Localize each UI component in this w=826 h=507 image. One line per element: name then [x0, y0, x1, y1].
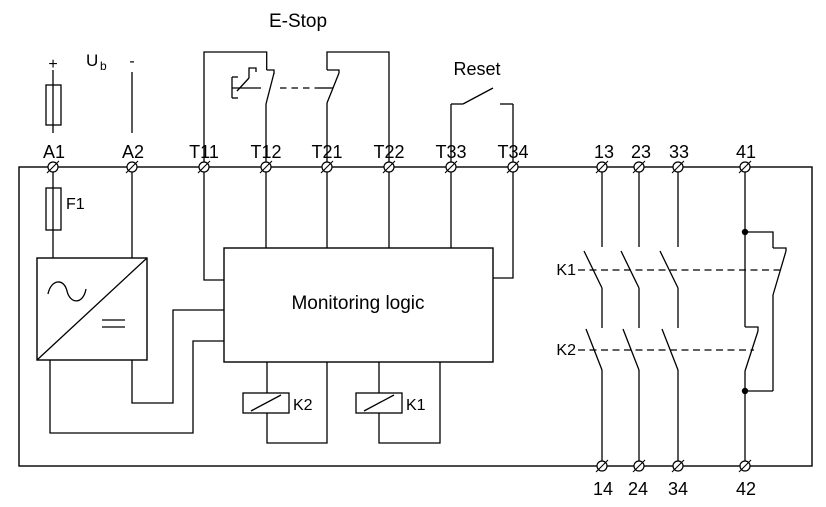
coil-k1-label: K1 — [406, 397, 426, 414]
estop-title: E-Stop — [269, 11, 327, 32]
supply-plus-label: + — [48, 56, 57, 73]
monitoring-logic-label: Monitoring logic — [291, 293, 424, 314]
output-contact-column-23-24 — [620, 167, 640, 466]
terminal-33 — [671, 160, 685, 174]
output-contact-column-33-34 — [659, 167, 679, 466]
terminal-t21 — [320, 160, 334, 174]
terminal-label: 41 — [736, 142, 756, 162]
contact-row-k2-label: K2 — [556, 342, 576, 359]
device-enclosure-outline — [18, 166, 813, 467]
supply-voltage-label: U — [86, 51, 98, 70]
supply-output-wire-1 — [49, 340, 224, 434]
terminal-label: 13 — [594, 142, 614, 162]
terminal-t22 — [382, 160, 396, 174]
external-fuse-symbol — [45, 84, 62, 126]
terminal-label: 42 — [736, 479, 756, 499]
power-supply-box — [36, 257, 148, 361]
terminal-label: 24 — [628, 479, 648, 499]
estop-actuator-icon — [231, 67, 261, 99]
terminal-label: T12 — [250, 142, 281, 162]
relay-coil-k1 — [355, 362, 441, 444]
terminal-t34 — [506, 160, 520, 174]
relay-coil-k2 — [242, 362, 328, 444]
logic-input-stubs — [203, 167, 514, 281]
contact-row-k1-label: K1 — [556, 262, 576, 279]
reset-title: Reset — [453, 59, 500, 79]
fuse-f1-symbol — [45, 187, 62, 231]
terminal-label: 33 — [669, 142, 689, 162]
terminal-label: T33 — [435, 142, 466, 162]
terminal-t12 — [259, 160, 273, 174]
terminal-a2 — [125, 160, 139, 174]
ac-sine-icon — [47, 281, 87, 302]
output-contact-column-13-14 — [583, 167, 603, 466]
aux-contact-41-42 — [741, 167, 787, 466]
terminal-34 — [671, 459, 685, 473]
terminal-13 — [595, 160, 609, 174]
reset-button-wire — [450, 87, 514, 167]
terminal-23 — [632, 160, 646, 174]
terminal-24 — [632, 459, 646, 473]
terminal-t33 — [444, 160, 458, 174]
terminal-label: 23 — [631, 142, 651, 162]
terminal-label: 34 — [668, 479, 688, 499]
terminal-t11 — [197, 160, 211, 174]
junction-dot-bottom — [741, 387, 749, 395]
terminal-labels-bottom: 14 24 34 42 — [593, 479, 756, 499]
terminal-42 — [738, 459, 752, 473]
estop-channel-1-wire — [203, 51, 275, 167]
terminal-labels-top: A1 A2 T11 T12 T21 T22 T33 T34 13 23 33 4… — [43, 142, 756, 162]
supply-voltage-subscript: b — [100, 59, 107, 73]
terminal-a1 — [46, 160, 60, 174]
dc-equals-icon — [102, 319, 125, 328]
terminal-label: T22 — [373, 142, 404, 162]
coil-k2-symbol — [242, 392, 290, 414]
terminal-label: 14 — [593, 479, 613, 499]
monitoring-logic-box — [223, 247, 494, 363]
coil-k2-label: K2 — [293, 397, 313, 414]
power-supply-unit — [36, 257, 148, 361]
supply-input-leads — [45, 70, 133, 133]
supply-output-wire-2 — [131, 309, 224, 404]
fuse-f1-label: F1 — [66, 196, 85, 213]
estop-channel-2-wire — [326, 51, 390, 167]
terminal-label: T21 — [311, 142, 342, 162]
terminal-label: T34 — [497, 142, 528, 162]
supply-minus-label: - — [129, 53, 134, 70]
terminal-label: A2 — [122, 142, 144, 162]
terminal-41 — [738, 160, 752, 174]
junction-dot-top — [741, 228, 749, 236]
terminal-label: A1 — [43, 142, 65, 162]
internal-fuse — [45, 172, 62, 258]
terminal-14 — [595, 459, 609, 473]
terminal-label: T11 — [189, 142, 219, 162]
